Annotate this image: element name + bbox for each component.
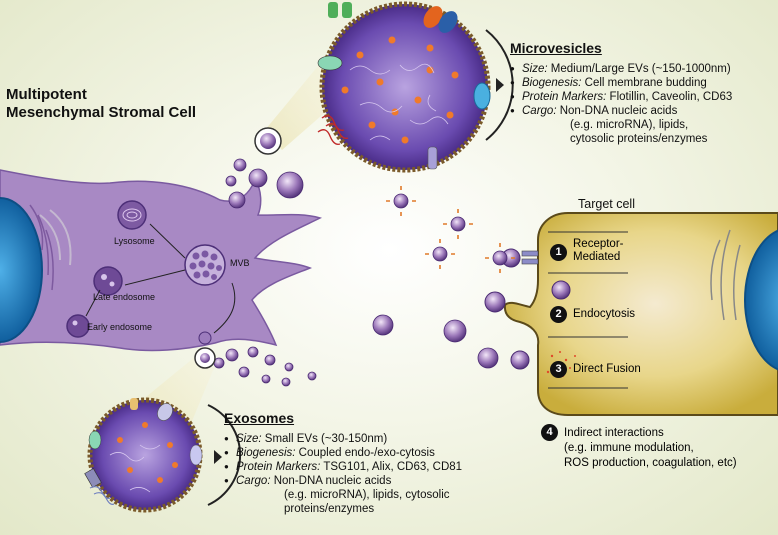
microvesicles-panel: Microvesicles Size: Medium/Large EVs (~1…: [510, 40, 772, 146]
exosomes-list: Size: Small EVs (~30-150nm) Biogenesis: …: [224, 432, 524, 488]
exosomes-protein-markers: Protein Markers: TSG101, Alix, CD63, CD8…: [224, 460, 524, 474]
microvesicles-cargo: Cargo: Non-DNA nucleic acids: [510, 104, 772, 118]
mechanism-4-line-2: (e.g. immune modulation,: [564, 442, 694, 454]
exosomes-panel: Exosomes Size: Small EVs (~30-150nm) Bio…: [224, 410, 524, 516]
exosomes-biogenesis: Biogenesis: Coupled endo-/exo-cytosis: [224, 446, 524, 460]
target-cell: [503, 212, 778, 416]
microvesicles-biogenesis: Biogenesis: Cell membrane budding: [510, 76, 772, 90]
exosomes-heading: Exosomes: [224, 410, 295, 426]
exosomes-cargo: Cargo: Non-DNA nucleic acids: [224, 474, 524, 488]
microvesicles-heading: Microvesicles: [510, 40, 602, 56]
mechanism-4-line-3: ROS production, coagulation, etc): [564, 457, 737, 469]
microvesicles-list: Size: Medium/Large EVs (~150-1000nm) Bio…: [510, 62, 772, 118]
exosome-zoom: [87, 397, 203, 513]
target-cell-label: Target cell: [578, 197, 635, 211]
mechanism-3-number: 3: [550, 361, 567, 378]
exosomes-cargo-line-2: (e.g. microRNA), lipids, cytosolic: [284, 489, 450, 501]
msc-nucleus: [0, 197, 43, 343]
mechanism-3-label: Direct Fusion: [573, 363, 641, 375]
microvesicles-protein-markers: Protein Markers: Flotillin, Caveolin, CD…: [510, 90, 772, 104]
msc-cell: [0, 169, 323, 352]
mechanism-1-line-2: Mediated: [573, 251, 621, 263]
early-endosome: [66, 314, 90, 338]
mechanism-2-number: 2: [550, 306, 567, 323]
exosomes-size: Size: Small EVs (~30-150nm): [224, 432, 524, 446]
mechanism-2-label: Endocytosis: [573, 308, 636, 320]
title-line-2: Mesenchymal Stromal Cell: [6, 104, 197, 121]
lysosome-label: Lysosome: [114, 236, 155, 246]
late-endosome: [93, 266, 123, 296]
title-line-1: Multipotent: [6, 86, 87, 103]
early-endosome-label: Early endosome: [87, 322, 153, 332]
microvesicles-cargo-line-2: (e.g. microRNA), lipids,: [570, 119, 689, 131]
microvesicle-zoom: [319, 1, 491, 173]
target-nucleus: [744, 229, 778, 371]
microvesicles-cargo-line-3: cytosolic proteins/enzymes: [570, 133, 708, 145]
mechanism-1-label: Receptor- Mediated: [573, 238, 624, 264]
mvb-label: MVB: [230, 258, 250, 268]
lysosome: [117, 200, 147, 230]
mechanism-1-number: 1: [550, 244, 567, 261]
mechanism-4-number: 4: [541, 424, 558, 441]
mechanism-4-line-1: Indirect interactions: [564, 427, 664, 439]
microvesicles-size: Size: Medium/Large EVs (~150-1000nm): [510, 62, 772, 76]
mechanism-1-line-1: Receptor-: [573, 238, 624, 250]
mechanism-4-label: Indirect interactions (e.g. immune modul…: [564, 426, 737, 471]
page-title: Multipotent Mesenchymal Stromal Cell: [6, 86, 196, 122]
late-endosome-label: Late endosome: [93, 292, 156, 302]
exosomes-cargo-line-3: proteins/enzymes: [284, 503, 375, 515]
